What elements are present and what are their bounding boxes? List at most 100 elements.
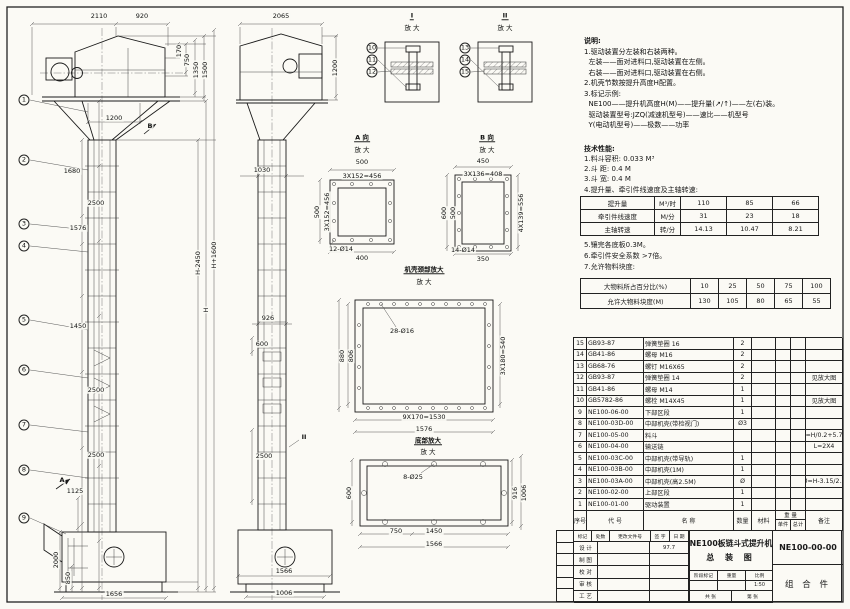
size-value: 75 [775,279,803,294]
rev-header-cell: 更改文件号 [610,531,651,542]
bom-cell [806,361,843,373]
bom-cell: 中部机壳(高2.5M) [644,476,734,488]
bom-cell [791,338,806,350]
bom-cell [791,407,806,419]
bom-cell [776,384,791,396]
bom-cell: 12 [574,372,587,384]
note-line: 驱动装置型号:JZQ(减速机型号)——速比——机型号 [584,110,749,119]
bom-cell: NE100-02-00 [587,487,644,499]
bom-cell [806,487,843,499]
bom-cell: n=H/0.2+5.75 [806,430,843,442]
bom-cell: 2 [734,338,752,350]
rev-header-cell: 签 字 [651,531,670,542]
bom-header-cell: 代 号 [587,510,644,531]
bom-cell: GB41-86 [587,384,644,396]
revision-header-row: 标记处数更改文件号签 字日 期 [574,531,689,542]
bom-cell [752,372,776,384]
bom-cell: 1 [734,407,752,419]
bom-weight-sub: 单件总计 [776,519,805,530]
part-balloon-11: 11 [366,54,378,66]
bom-cell: 1 [574,499,587,511]
bom-cell: GB93-87 [587,372,644,384]
strip-cell [557,566,574,578]
stage-values: 1:50 [690,581,773,591]
dim-label: 1576 [414,424,434,433]
drawing-title-cell: NE100板链斗式提升机 总 装 图 [689,531,773,571]
dim-label: 920 [134,11,150,20]
bom-cell: 2 [574,487,587,499]
sig-label: 制 图 [574,554,598,567]
bom-total-label: 总计 [792,522,804,528]
perf-value: 85 [727,197,773,210]
bom-cell: 5 [574,453,587,465]
bom-cell: 2 [734,349,752,361]
dim-label: 1200 [330,58,339,78]
bom-cell: NE100-03A-00 [587,476,644,488]
bom-cell: 1 [734,453,752,465]
part-balloon-2: 2 [18,154,30,166]
dim-label: 170 [174,43,183,59]
perf-value: 110 [681,197,727,210]
bom-cell: 输送链 [644,441,734,453]
signature-row: 制 图 [574,554,689,567]
bom-header-cell: 序号 [574,510,587,531]
bom-cell [776,395,791,407]
bom-cell [752,407,776,419]
perf-label: 提升量 [581,197,655,210]
spec-line: 1.料斗容积: 0.033 M³ [584,155,655,164]
notes-title: 说明: [584,37,601,45]
bom-cell: 螺母 M14 [644,384,734,396]
sig-label: 审 核 [574,578,598,591]
dim-label: 1125 [65,486,85,495]
bom-cell: 中部机壳(带检视门) [644,418,734,430]
dim-label: 4X139=556 [516,192,525,234]
bom-cell [791,418,806,430]
bom-cell [791,499,806,511]
dim-label: 14-Ø14 [449,245,477,254]
size-value: 65 [775,294,803,309]
sheet-name: 总 装 图 [706,553,756,562]
dim-label: 1006 [519,483,528,503]
bom-cell [752,487,776,499]
bom-cell: NE100-01-00 [587,499,644,511]
detail-title: II [501,11,509,20]
part-balloon-15: 15 [459,66,471,78]
dim-label: H [201,306,210,314]
bom-cell [734,441,752,453]
sig-label: 工 艺 [574,590,598,603]
dim-label: 400 [354,253,370,262]
strip-cell [557,542,574,555]
bom-header-cell: 名 称 [644,510,734,531]
sig-label: 设 计 [574,542,598,555]
stage-labels: 阶段标记重量比例 [690,571,773,581]
spec-line: 2.斗 距: 0.4 M [584,165,631,174]
strip-cell [557,589,574,601]
bom-cell [752,476,776,488]
note-line: 3.标记示例: [584,89,622,98]
sig-field [598,578,650,591]
stage-label-cell: 比例 [746,571,773,581]
bom-cell [752,384,776,396]
bom-cell [791,476,806,488]
bom-cell [776,453,791,465]
bom-cell [752,338,776,350]
dim-label: 1006 [274,588,294,597]
bom-cell: 2 [734,361,752,373]
bom-cell: 1 [734,499,752,511]
bom-cell: 1 [734,464,752,476]
bom-cell: Ø3 [734,418,752,430]
dim-label: 1576 [68,223,88,232]
detail-title: B 向 [479,133,495,142]
dim-label: 350 [475,254,491,263]
bom-cell [752,418,776,430]
bom-cell: 1 [734,487,752,499]
bom-cell [791,464,806,476]
bom-cell: 6 [574,441,587,453]
dim-label: 1450 [68,321,88,330]
